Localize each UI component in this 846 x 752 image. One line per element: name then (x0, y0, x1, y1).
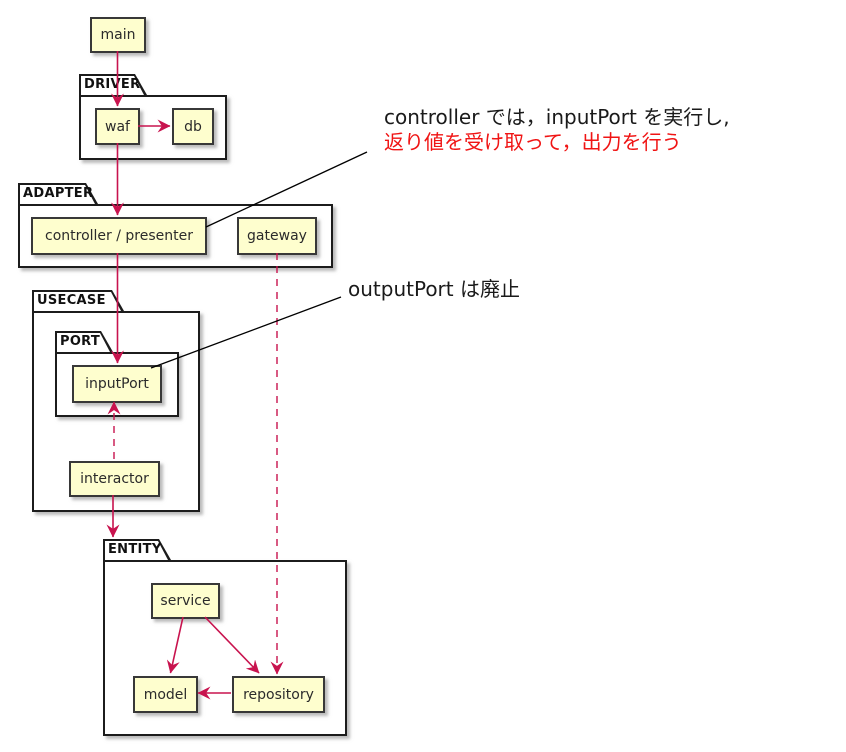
package-label-adapter: ADAPTER (23, 186, 94, 201)
folder-tab-fill (20, 185, 95, 204)
node-interactor-label: interactor (80, 471, 149, 487)
node-interactor: interactor (69, 461, 160, 497)
node-inputport: inputPort (72, 365, 162, 403)
package-label-usecase: USECASE (37, 293, 106, 308)
package-label-entity: ENTITY (108, 542, 162, 557)
package-label-port: PORT (60, 334, 101, 349)
package-tab-entity: ENTITY (103, 539, 171, 560)
folder-tab-fill (81, 76, 144, 95)
node-repository: repository (232, 676, 325, 713)
outputport-note-text: outputPort は廃止 (348, 277, 520, 301)
outputport-note: outputPort は廃止 (348, 277, 520, 302)
node-model-label: model (143, 686, 188, 703)
node-waf: waf (95, 108, 140, 145)
node-main-label: main (100, 27, 136, 43)
folder-tab-fill (105, 541, 168, 560)
node-service-label: service (160, 593, 211, 609)
package-tab-usecase: USECASE (32, 290, 124, 311)
node-inputport-label: inputPort (85, 376, 149, 392)
node-main: main (90, 17, 146, 53)
package-tab-driver: DRIVER (79, 74, 147, 95)
node-repository-label: repository (243, 686, 314, 703)
node-service: service (151, 583, 220, 619)
node-gateway-label: gateway (247, 228, 307, 244)
package-tab-port: PORT (55, 331, 113, 352)
node-waf-label: waf (105, 118, 130, 135)
controller-note-line1: controller では，inputPort を実行し, (384, 105, 730, 129)
controller-note-line2: 返り値を受け取って，出力を行う (384, 130, 682, 154)
node-model: model (133, 676, 198, 713)
node-gateway: gateway (237, 217, 317, 255)
node-db-label: db (184, 118, 202, 135)
folder-tab-fill (34, 292, 121, 311)
package-tab-adapter: ADAPTER (18, 183, 98, 204)
folder-tab-fill (57, 333, 110, 352)
node-db: db (172, 108, 214, 145)
node-controller-presenter-label: controller / presenter (45, 228, 193, 244)
node-controller-presenter: controller / presenter (31, 217, 207, 255)
package-label-driver: DRIVER (84, 77, 141, 92)
controller-note: controller では，inputPort を実行し, 返り値を受け取って，… (384, 105, 730, 155)
